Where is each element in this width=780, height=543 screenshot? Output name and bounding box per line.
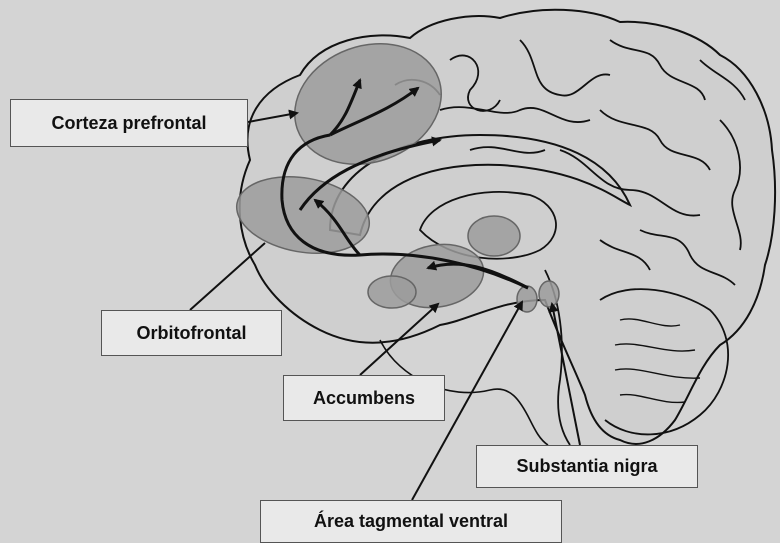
pointer-orbitofrontal bbox=[190, 243, 265, 310]
label-accumbens: Accumbens bbox=[283, 375, 445, 421]
vta-region bbox=[517, 286, 537, 312]
substantia-nigra-region bbox=[539, 281, 559, 307]
striatum-region bbox=[468, 216, 520, 256]
label-area-tegmental-ventral: Área tagmental ventral bbox=[260, 500, 562, 543]
accumbens-lower-region bbox=[368, 276, 416, 308]
label-orbitofrontal: Orbitofrontal bbox=[101, 310, 282, 356]
label-substantia-nigra: Substantia nigra bbox=[476, 445, 698, 488]
label-corteza-prefrontal: Corteza prefrontal bbox=[10, 99, 248, 147]
